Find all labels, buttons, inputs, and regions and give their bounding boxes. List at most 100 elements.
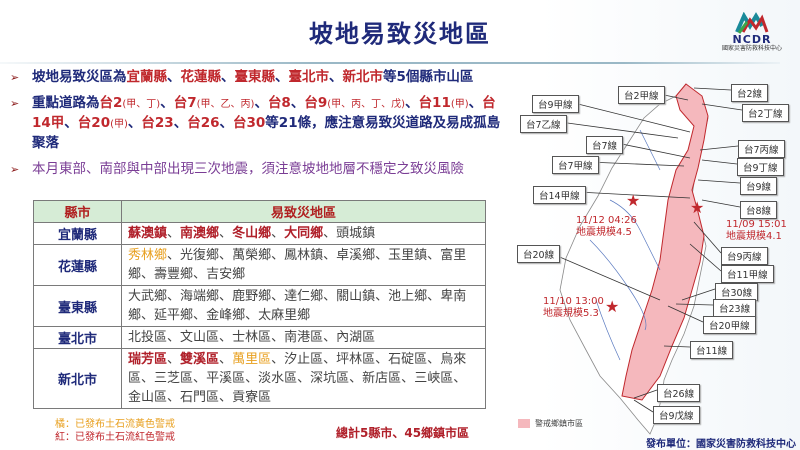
road-label: 台20線 <box>517 245 561 263</box>
road-label: 台2線 <box>731 84 769 102</box>
earthquake-time: 11/12 04:26 <box>576 215 637 226</box>
town-name: 卑南鄉 <box>128 289 467 323</box>
bullet-segment: 台23 <box>141 115 174 131</box>
bullet-segment: 、 <box>275 69 289 85</box>
separator: 、 <box>323 289 337 304</box>
town-name: 秀林鄉 <box>128 248 168 263</box>
towns-cell: 瑞芳區、雙溪區、萬里區、汐止區、坪林區、石碇區、烏來區、三芝區、平溪區、淡水區、… <box>121 348 486 409</box>
table-row: 新北市瑞芳區、雙溪區、萬里區、汐止區、坪林區、石碇區、烏來區、三芝區、平溪區、淡… <box>33 348 486 409</box>
separator: 、 <box>427 248 441 263</box>
bullet-segment: 、 <box>254 95 268 111</box>
separator: 、 <box>167 352 181 367</box>
separator: 、 <box>323 330 337 345</box>
separator: 、 <box>375 289 389 304</box>
bullet-segment: 台30 <box>233 115 266 131</box>
road-label: 台9線 <box>740 177 778 195</box>
town-name: 延平鄉 <box>154 308 194 323</box>
bullet-segment: (甲、乙、丙) <box>196 99 255 110</box>
alert-legend: 橘：已發布土石流黃色警戒 紅：已發布土石流紅色警戒 <box>55 418 175 444</box>
road-label: 台7丙線 <box>738 140 785 158</box>
earthquake-magnitude: 地震規模4.5 <box>576 227 632 238</box>
logo-abbr: NCDR <box>732 33 772 46</box>
separator: 、 <box>271 289 285 304</box>
town-name: 池上鄉 <box>388 289 428 304</box>
town-name: 蘇澳鎮 <box>128 226 168 241</box>
bullet-segment: 臺東縣 <box>234 69 276 85</box>
bullet-segment: 、 <box>127 115 142 131</box>
town-name: 南港區 <box>284 330 324 345</box>
earthquake-star-icon: ★ <box>626 191 641 210</box>
county-cell: 臺北市 <box>33 326 122 349</box>
bullet-text: 重點道路為台2(甲、丁)、台7(甲、乙、丙)、台8、台9(甲、丙、丁、戊)、台1… <box>32 94 510 152</box>
road-label: 台7線 <box>586 136 624 154</box>
town-name: 新店區 <box>362 371 402 386</box>
separator: 、 <box>401 371 415 386</box>
town-name: 文山區 <box>180 330 220 345</box>
town-name: 三峽區 <box>414 371 454 386</box>
earthquake-time: 11/10 13:00 <box>543 296 604 307</box>
bullet-segment: 台9 <box>304 95 328 111</box>
road-label: 台26線 <box>657 384 701 402</box>
separator: 、 <box>375 248 389 263</box>
separator: 、 <box>453 371 467 386</box>
town-name: 鹿野鄉 <box>232 289 272 304</box>
bullet-segment: 、 <box>160 95 174 111</box>
town-name: 石門區 <box>180 390 220 405</box>
town-name: 雙溪區 <box>180 352 220 367</box>
separator: 、 <box>245 308 259 323</box>
separator: 、 <box>219 226 233 241</box>
separator: 、 <box>427 352 441 367</box>
town-name: 冬山鄉 <box>232 226 272 241</box>
bullet-segment: 等5個縣市山區 <box>383 69 474 85</box>
bullet-segment: (甲) <box>450 99 469 110</box>
road-label: 台9丙線 <box>721 247 768 265</box>
total-summary: 總計5縣市、45鄉鎮市區 <box>336 426 470 440</box>
hazard-area-table: 縣市 易致災地區 宜蘭縣蘇澳鎮、南澳鄉、冬山鄉、大同鄉、頭城鎮花蓮縣秀林鄉、光復… <box>33 200 486 409</box>
road-label: 台11甲線 <box>721 265 774 283</box>
separator: 、 <box>271 330 285 345</box>
town-name: 富里鄉 <box>128 248 467 282</box>
town-name: 達仁鄉 <box>284 289 324 304</box>
towns-cell: 大武鄉、海端鄉、鹿野鄉、達仁鄉、關山鎮、池上鄉、卑南鄉、延平鄉、金峰鄉、太麻里鄉 <box>121 285 486 327</box>
arrow-bullet-icon: ➢ <box>10 163 20 176</box>
town-name: 烏來區 <box>128 352 467 386</box>
earthquake-star-icon: ★ <box>605 297 620 316</box>
county-cell: 宜蘭縣 <box>33 222 122 245</box>
bullet-item: ➢坡地易致災區為宜蘭縣、花蓮縣、臺東縣、臺北市、新北市等5個縣市山區 <box>10 68 510 86</box>
bullet-segment: 台11 <box>418 95 451 111</box>
town-name: 內湖區 <box>336 330 376 345</box>
road-label: 台9丁線 <box>737 158 784 176</box>
separator: 、 <box>193 371 207 386</box>
earthquake-star-icon: ★ <box>690 198 705 217</box>
bullet-segment: 、 <box>290 95 305 111</box>
town-name: 關山鎮 <box>336 289 376 304</box>
bullet-segment: 、 <box>173 115 188 131</box>
arrow-bullet-icon: ➢ <box>10 71 20 84</box>
table-row: 臺北市北投區、文山區、士林區、南港區、內湖區 <box>33 326 486 349</box>
town-name: 瑞芳區 <box>128 352 168 367</box>
county-cell: 新北市 <box>33 348 122 409</box>
towns-cell: 北投區、文山區、士林區、南港區、內湖區 <box>121 326 486 349</box>
town-name: 坪林區 <box>336 352 376 367</box>
town-name: 海端鄉 <box>180 289 220 304</box>
bullet-segment: 、 <box>405 95 419 111</box>
road-label: 台20甲線 <box>703 316 756 334</box>
town-name: 大武鄉 <box>128 289 168 304</box>
table-row: 花蓮縣秀林鄉、光復鄉、萬榮鄉、鳳林鎮、卓溪鄉、玉里鎮、富里鄉、壽豐鄉、吉安鄉 <box>33 244 486 286</box>
bullet-segment: 、 <box>468 95 483 111</box>
road-label: 台7甲線 <box>552 156 599 174</box>
bullet-segment: 等21條，應注意易致災道路及易成孤島聚落 <box>32 115 501 151</box>
separator: 、 <box>245 371 259 386</box>
road-label: 台14甲線 <box>533 186 586 204</box>
bullet-segment: (甲、丙、丁、戊) <box>327 99 406 110</box>
alert-region-swatch <box>518 419 530 428</box>
separator: 、 <box>271 248 285 263</box>
town-name: 南澳鄉 <box>180 226 220 241</box>
town-name: 石碇區 <box>388 352 428 367</box>
road-label: 台2丁線 <box>742 104 789 122</box>
town-name: 鳳林鎮 <box>284 248 324 263</box>
bullet-item: ➢重點道路為台2(甲、丁)、台7(甲、乙、丙)、台8、台9(甲、丙、丁、戊)、台… <box>10 94 510 152</box>
